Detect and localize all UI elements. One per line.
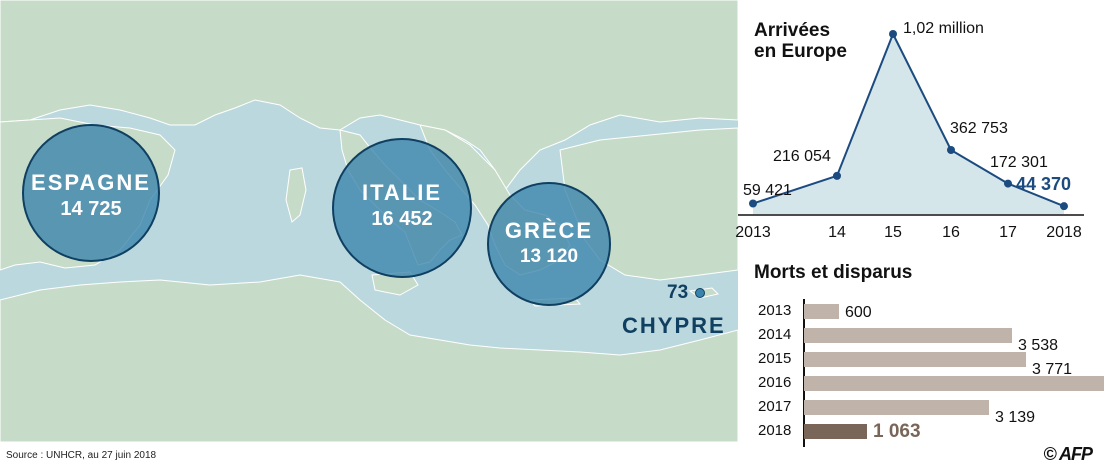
arrivals-x-tick-2: 15 <box>884 224 902 241</box>
deaths-value-label-1: 3 538 <box>1018 337 1059 354</box>
arrivals-x-tick-0: 2013 <box>735 224 771 241</box>
arrivals-area <box>753 34 1064 214</box>
deaths-y-axis <box>803 299 805 447</box>
land-north-africa <box>0 274 739 443</box>
chypre-name: CHYPRE <box>622 313 726 338</box>
arrivals-value-label-4: 172 301 <box>990 154 1048 171</box>
circle-espagne: ESPAGNE 14 725 <box>22 124 160 262</box>
deaths-bar-3 <box>804 376 1104 391</box>
deaths-bar-0 <box>804 304 839 319</box>
arrivals-value-label-1: 216 054 <box>773 148 831 165</box>
arrivals-chart <box>738 30 1084 216</box>
arrivals-point-2 <box>889 30 897 38</box>
country-value-italie: 16 452 <box>371 208 433 230</box>
arrivals-value-label-0: 59 421 <box>743 182 792 199</box>
deaths-value-label-5: 1 063 <box>873 421 921 442</box>
afp-logo: © AFP <box>1043 444 1093 464</box>
deaths-title: Morts et disparus <box>754 262 913 283</box>
arrivals-point-1 <box>833 171 841 180</box>
country-name-espagne: ESPAGNE <box>31 170 151 195</box>
arrivals-title-line1: Arrivées <box>754 20 831 41</box>
charts-panel: Arrivées en Europe 59 421 216 054 1,02 mil… <box>735 0 1104 468</box>
circle-italie: ITALIE 16 452 <box>332 138 472 278</box>
circle-grece: GRÈCE 13 120 <box>487 182 611 306</box>
chypre-value: 73 <box>667 282 689 303</box>
deaths-year-label-5: 2018 <box>758 422 792 439</box>
arrivals-point-3 <box>947 145 955 154</box>
arrivals-point-4 <box>1004 179 1012 188</box>
deaths-bar-5 <box>804 424 867 439</box>
deaths-bar-1 <box>804 328 1012 343</box>
arrivals-point-0 <box>749 199 757 208</box>
arrivals-x-tick-5: 2018 <box>1046 224 1082 241</box>
country-value-espagne: 14 725 <box>60 198 122 220</box>
country-value-grece: 13 120 <box>519 246 579 267</box>
source-note: Source : UNHCR, au 27 juin 2018 <box>6 450 157 461</box>
deaths-year-label-0: 2013 <box>758 302 792 319</box>
cyprus-marker-icon <box>695 288 705 298</box>
land-sardinia <box>285 167 307 223</box>
land-europe <box>0 0 739 191</box>
deaths-year-label-1: 2014 <box>758 326 792 343</box>
arrivals-value-label-5: 44 370 <box>1016 174 1072 194</box>
deaths-year-label-4: 2017 <box>758 398 792 415</box>
map-background <box>0 0 739 443</box>
arrivals-value-label-2: 1,02 million <box>903 20 984 37</box>
deaths-bar-4 <box>804 400 989 415</box>
country-name-grece: GRÈCE <box>504 218 594 243</box>
arrivals-value-label-3: 362 753 <box>950 120 1008 137</box>
deaths-year-label-3: 2016 <box>758 374 792 391</box>
arrivals-line <box>752 31 1065 208</box>
arrivals-title-line2: en Europe <box>754 41 847 62</box>
country-name-italie: ITALIE <box>361 180 443 205</box>
deaths-value-label-0: 600 <box>845 304 872 321</box>
deaths-year-label-2: 2015 <box>758 350 792 367</box>
arrivals-x-tick-4: 17 <box>999 224 1017 241</box>
deaths-bar-2 <box>804 352 1026 367</box>
deaths-value-label-4: 3 139 <box>995 409 1036 426</box>
arrivals-point-5 <box>1060 202 1068 211</box>
deaths-value-label-2: 3 771 <box>1032 361 1073 378</box>
arrivals-x-tick-3: 16 <box>942 224 960 241</box>
arrivals-x-tick-1: 14 <box>828 224 846 241</box>
arrivals-title: Arrivées en Europe <box>754 20 847 62</box>
map: ESPAGNE 14 725 ITALIE 16 452 GRÈCE 13 12… <box>0 0 739 443</box>
